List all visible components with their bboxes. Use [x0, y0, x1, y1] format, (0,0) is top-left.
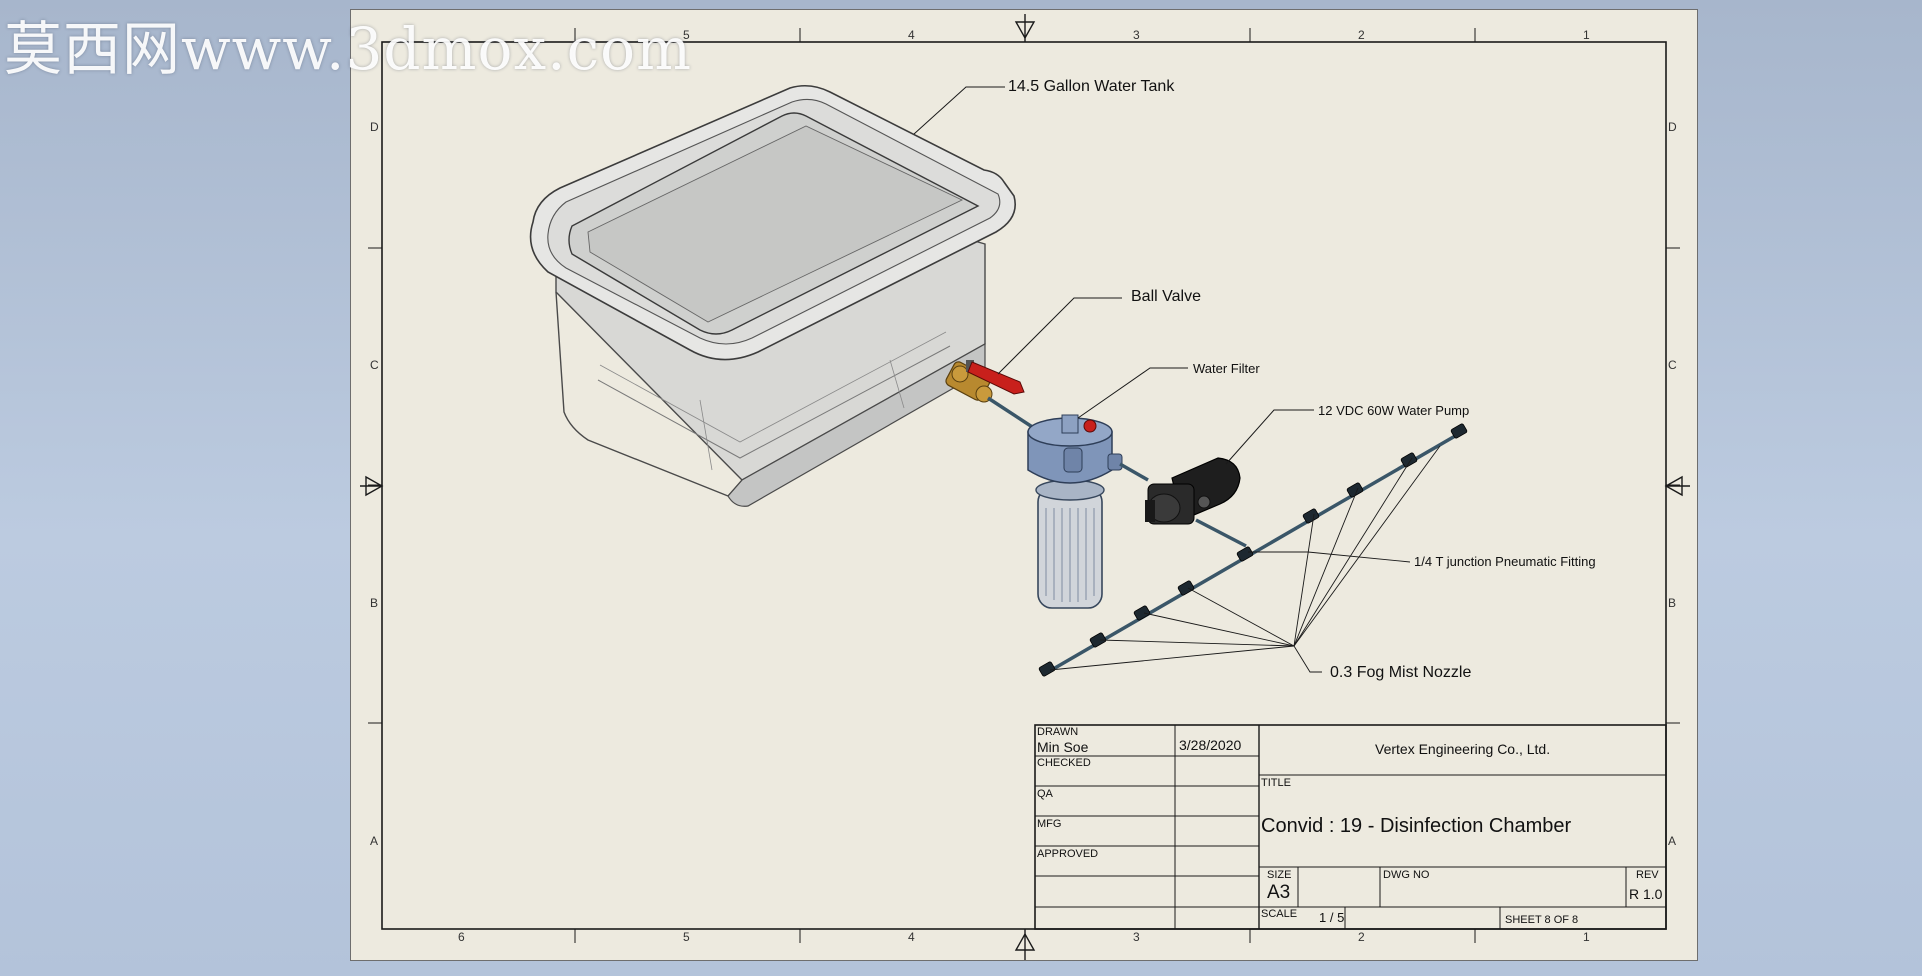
zone-col-3-bottom: 3: [1133, 930, 1140, 944]
tb-company: Vertex Engineering Co., Ltd.: [1375, 741, 1551, 757]
zone-col-4-bottom: 4: [908, 930, 915, 944]
tb-approved-label: APPROVED: [1037, 848, 1099, 860]
zone-ticks: [368, 28, 1680, 943]
nozzle-manifold: [1038, 423, 1468, 677]
zone-col-1-bottom: 1: [1583, 930, 1590, 944]
water-filter: [1027, 367, 1188, 609]
tb-checked-label: CHECKED: [1037, 757, 1091, 769]
zone-row-b-right: B: [1668, 596, 1677, 610]
zone-col-2-bottom: 2: [1358, 930, 1365, 944]
water-pump: [1145, 409, 1314, 548]
zone-row-a-right: A: [1668, 834, 1677, 848]
zone-row-c-left: C: [370, 358, 379, 372]
centering-marks: [360, 14, 1690, 960]
zone-col-1-top: 1: [1583, 28, 1590, 42]
tb-title: Convid : 19 - Disinfection Chamber: [1261, 815, 1572, 837]
tb-size: A3: [1267, 882, 1291, 903]
zone-col-4-top: 4: [908, 28, 915, 42]
drawing-sheet: [350, 9, 1698, 961]
callout-fog-mist-nozzle: 0.3 Fog Mist Nozzle: [1330, 664, 1472, 681]
tb-rev: R 1.0: [1629, 886, 1663, 902]
callout-water-filter: Water Filter: [1193, 361, 1260, 376]
zone-col-2-top: 2: [1358, 28, 1365, 42]
tb-drawn-by: Min Soe: [1037, 739, 1089, 755]
inner-border: [381, 41, 1667, 930]
tb-size-label: SIZE: [1267, 869, 1292, 881]
water-tank: [529, 84, 1016, 507]
title-block: [1034, 724, 1667, 930]
zone-col-6-bottom: 6: [458, 930, 465, 944]
tb-drawn-label: DRAWN: [1037, 726, 1079, 738]
tb-dwg-no-label: DWG NO: [1383, 869, 1430, 881]
tb-drawn-date: 3/28/2020: [1179, 737, 1242, 753]
zone-row-c-right: C: [1668, 358, 1677, 372]
tb-scale-label: SCALE: [1261, 908, 1298, 920]
zone-col-3-top: 3: [1133, 28, 1140, 42]
zone-row-d-left: D: [370, 120, 379, 134]
zone-col-5-bottom: 5: [683, 930, 690, 944]
callout-ball-valve: Ball Valve: [1131, 288, 1201, 305]
zone-row-d-right: D: [1668, 120, 1677, 134]
callout-water-tank: 14.5 Gallon Water Tank: [1008, 78, 1175, 95]
tb-qa-label: QA: [1037, 788, 1053, 800]
zone-row-b-left: B: [370, 596, 379, 610]
tb-mfg-label: MFG: [1037, 818, 1062, 830]
tb-rev-label: REV: [1636, 869, 1659, 881]
tb-sheet: SHEET 8 OF 8: [1505, 914, 1579, 926]
zone-col-5-top: 5: [683, 28, 690, 42]
callout-t-junction-fitting: 1/4 T junction Pneumatic Fitting: [1414, 554, 1596, 569]
zone-row-a-left: A: [370, 834, 379, 848]
ball-valve: [945, 297, 1122, 403]
watermark: 莫西网www.3dmox.com: [4, 15, 692, 83]
tb-title-label: TITLE: [1261, 777, 1291, 789]
tb-scale: 1 / 5: [1319, 910, 1345, 925]
callout-water-pump: 12 VDC 60W Water Pump: [1318, 403, 1470, 418]
